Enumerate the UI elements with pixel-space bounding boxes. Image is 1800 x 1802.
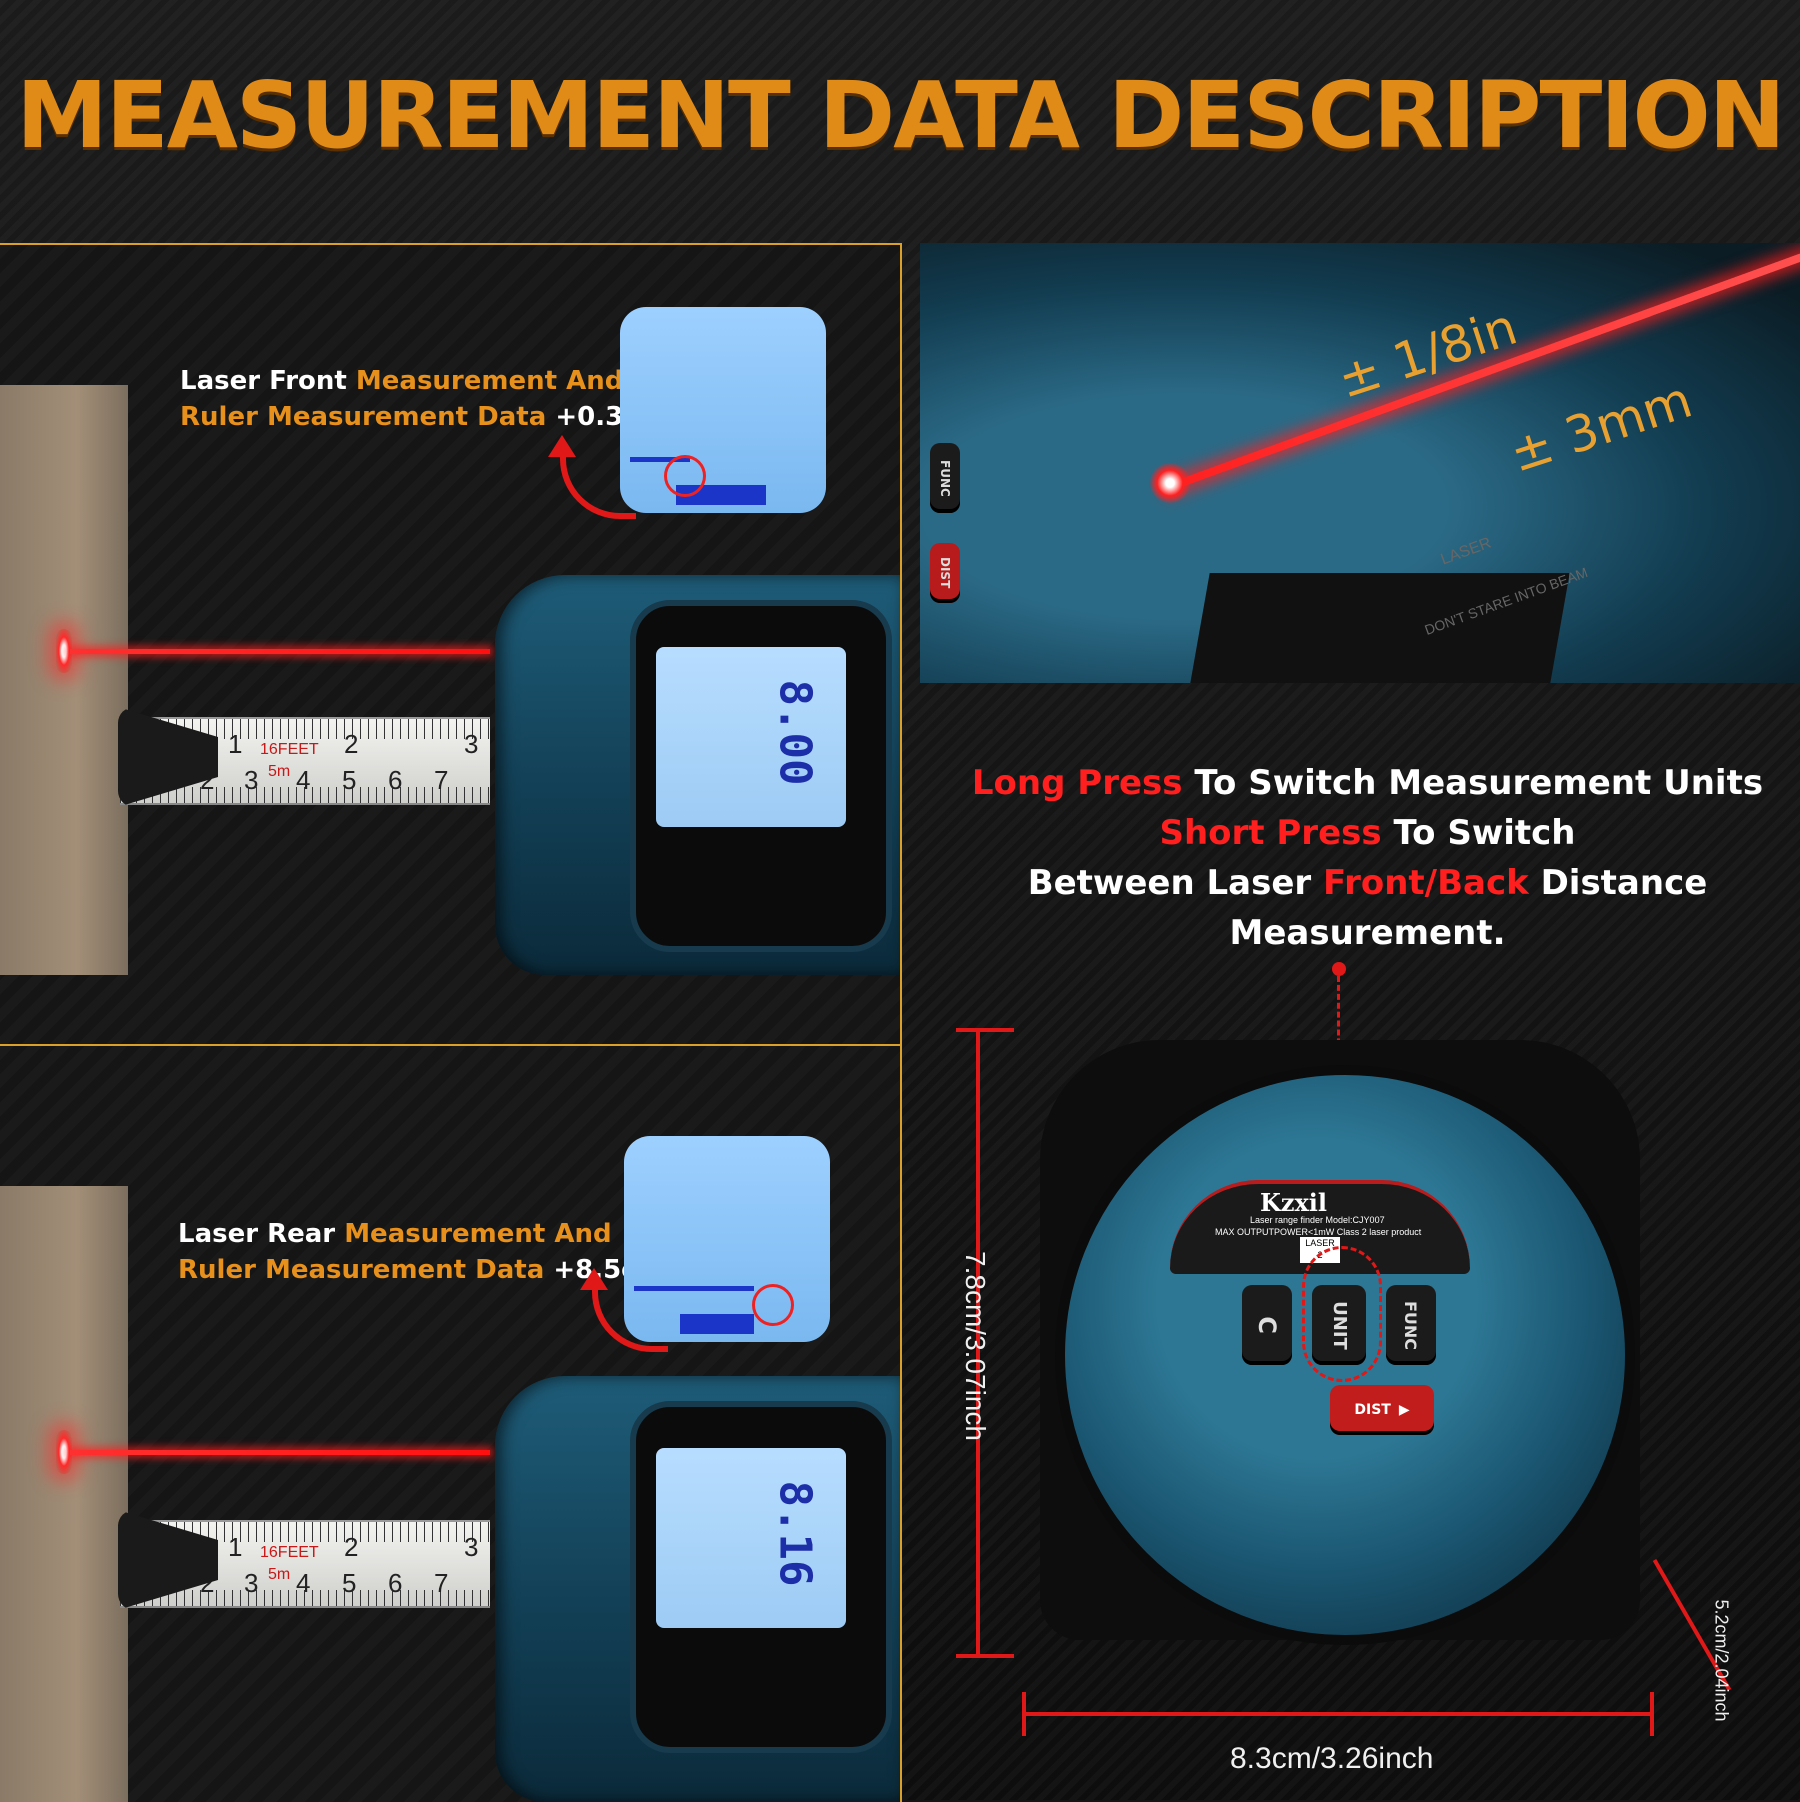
dist-button[interactable]: DIST ▶ (1330, 1385, 1434, 1435)
c-button[interactable]: C (1242, 1285, 1292, 1365)
tape-number: 7 (434, 1568, 449, 1598)
front-description: Laser Front Measurement And Ruler Measur… (180, 363, 666, 435)
rear-label-orange-2: Ruler Measurement Data (178, 1255, 545, 1285)
short-press-text: Short Press (1159, 813, 1382, 853)
tape-number: 4 (296, 1568, 311, 1598)
rear-label-orange: Measurement And (344, 1219, 612, 1249)
tolerance-panel: LASER DON'T STARE INTO BEAM FUNC DIST ± … (920, 243, 1800, 683)
dist-button[interactable]: DIST (930, 543, 960, 603)
lcd-reading: 8.16 (769, 1480, 821, 1587)
laser-dot (56, 1430, 72, 1474)
tape-number: 3 (464, 729, 479, 759)
lcd-bar (680, 1314, 754, 1334)
tape-number: 7 (434, 765, 449, 795)
func-button[interactable]: FUNC (930, 443, 960, 513)
arrow-head (548, 435, 576, 457)
instruction-line-3: Between Laser Front/Back Distance (935, 858, 1800, 908)
device-lcd: 8.00 (656, 647, 846, 827)
tape-number: 1 (228, 1532, 243, 1562)
front-label-orange-2: Ruler Measurement Data (180, 402, 547, 432)
width-dimension-cap-right (1650, 1692, 1654, 1736)
height-dimension-cap-top (956, 1028, 1014, 1032)
unit-highlight (1302, 1246, 1382, 1382)
lcd-arrow-line (634, 1286, 754, 1291)
width-dimension-label: 8.3cm/3.26inch (1230, 1742, 1434, 1775)
tape-number: 3 (244, 1568, 259, 1598)
tape-label-feet: 16FEET (260, 1544, 319, 1561)
brand-logo: Kzxil (1260, 1188, 1328, 1217)
plate-model-line: Laser range finder Model:CJY007 (1250, 1215, 1385, 1225)
width-dimension-cap-left (1022, 1692, 1026, 1736)
long-press-text: Long Press (971, 763, 1183, 803)
instruction-text: Distance (1540, 863, 1708, 903)
arrow-head (580, 1268, 608, 1290)
plate-power-line: MAX OUTPUTPOWER<1mW Class 2 laser produc… (1215, 1227, 1422, 1237)
tape-ticks-bottom (120, 1590, 490, 1606)
laser-label-text: LASER (1305, 1238, 1335, 1248)
device-lcd: 8.16 (656, 1448, 846, 1628)
width-dimension-line (1024, 1712, 1652, 1716)
tape-ticks-top (120, 1522, 490, 1542)
page-title: MEASUREMENT DATA DESCRIPTION (16, 62, 1785, 169)
tape-ticks-bottom (120, 787, 490, 803)
func-button[interactable]: FUNC (1386, 1285, 1436, 1365)
tape-number: 1 (228, 729, 243, 759)
front-back-text: Front/Back (1323, 863, 1529, 903)
instruction-line-4: Measurement. (935, 908, 1800, 958)
tape-number: 2 (344, 1532, 359, 1562)
height-dimension-cap-bottom (956, 1654, 1014, 1658)
tape-number: 6 (388, 765, 403, 795)
instruction-line-2: Short Press To Switch (935, 808, 1800, 858)
rear-measurement-panel: 1 2 3 16FEET 5m 2 3 4 5 6 7 8.16 Laser R… (0, 1044, 902, 1802)
tape-label-m: 5m (268, 1566, 291, 1583)
tape-label-feet: 16FEET (260, 741, 319, 758)
instruction-line-1: Long Press To Switch Measurement Units (935, 758, 1800, 808)
height-dimension-label: 7.8cm/3.07inch (959, 1251, 991, 1441)
laser-aperture (1150, 463, 1190, 503)
depth-dimension-label: 5.2cm/2.04inch (1711, 1599, 1732, 1722)
rear-label-white: Laser Rear (178, 1219, 336, 1249)
pointer-dot (1332, 962, 1346, 976)
tape-label-m: 5m (268, 763, 291, 780)
tape-number: 2 (344, 729, 359, 759)
dist-button-label: DIST (1354, 1402, 1391, 1418)
instruction-text: Measurement. (1229, 913, 1506, 953)
front-measurement-panel: 1 2 3 16FEET 5m 2 3 4 5 6 7 8.00 Laser F… (0, 243, 902, 1047)
play-icon: ▶ (1398, 1402, 1410, 1418)
highlight-circle (752, 1284, 794, 1326)
tape-number: 4 (296, 765, 311, 795)
front-label-orange: Measurement And (355, 366, 624, 396)
highlight-circle (664, 455, 706, 497)
tape-number: 6 (388, 1568, 403, 1598)
c-button-label: C (1253, 1316, 1281, 1334)
laser-beam (70, 1450, 490, 1455)
laser-dot (56, 629, 72, 673)
height-dimension-line (976, 1030, 980, 1654)
instruction-text: To Switch (1393, 813, 1576, 853)
tape-number: 5 (342, 765, 357, 795)
tape-ticks-top (120, 719, 490, 739)
lcd-arrow-line (630, 457, 690, 462)
lcd-reading: 8.00 (769, 679, 821, 786)
zoomed-lcd (620, 307, 826, 513)
measuring-tape: 1 2 3 16FEET 5m 2 3 4 5 6 7 (120, 717, 490, 805)
tape-number: 5 (342, 1568, 357, 1598)
instruction-text: To Switch Measurement Units (1194, 763, 1764, 803)
tape-number: 3 (244, 765, 259, 795)
front-label-white: Laser Front (180, 366, 347, 396)
func-button-label: FUNC (1401, 1300, 1421, 1350)
instruction-text: Between Laser (1027, 863, 1312, 903)
tape-number: 3 (464, 1532, 479, 1562)
laser-beam (70, 649, 490, 654)
wall-surface (0, 1186, 128, 1802)
wall-surface (0, 385, 128, 975)
